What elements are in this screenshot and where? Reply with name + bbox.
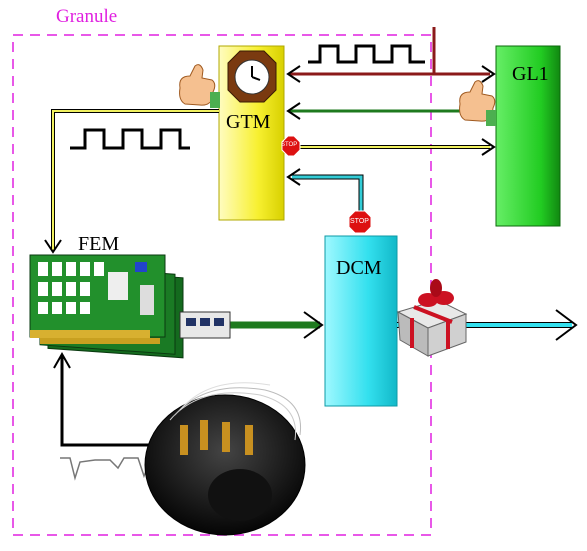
detector-icon	[144, 382, 306, 536]
circuit-board-icon	[29, 254, 231, 359]
dcm-box	[324, 235, 398, 407]
stop-sign-icon	[281, 135, 301, 157]
gl1-to-gtm-dark-red-arrow	[286, 27, 496, 83]
gift-icon	[396, 279, 468, 357]
gtm-label: GTM	[226, 111, 271, 133]
signal-pulse-icon	[60, 457, 163, 481]
thumbs-up-icon	[459, 80, 496, 126]
detector-to-fem-arrow	[53, 351, 150, 447]
gl1-box	[495, 45, 561, 227]
stop-sign-label: STOP	[281, 142, 298, 148]
square-wave-icon	[308, 44, 425, 64]
gl1-to-gtm-green-arrow	[286, 102, 490, 120]
stop-sign-icon	[348, 210, 372, 234]
clock-icon	[227, 50, 277, 103]
gtm-to-fem-yellow-arrow	[44, 109, 219, 254]
thumbs-up-icon	[179, 64, 220, 108]
dcm-label: DCM	[336, 257, 382, 279]
gtm-to-gl1-yellow-arrow	[290, 138, 496, 156]
fem-label: FEM	[78, 233, 120, 255]
fem-to-dcm-green-arrow	[230, 311, 324, 339]
square-wave-icon	[70, 128, 190, 150]
stop-sign-label: STOP	[350, 218, 369, 225]
granule-label: Granule	[56, 6, 118, 27]
gl1-label: GL1	[512, 63, 549, 85]
